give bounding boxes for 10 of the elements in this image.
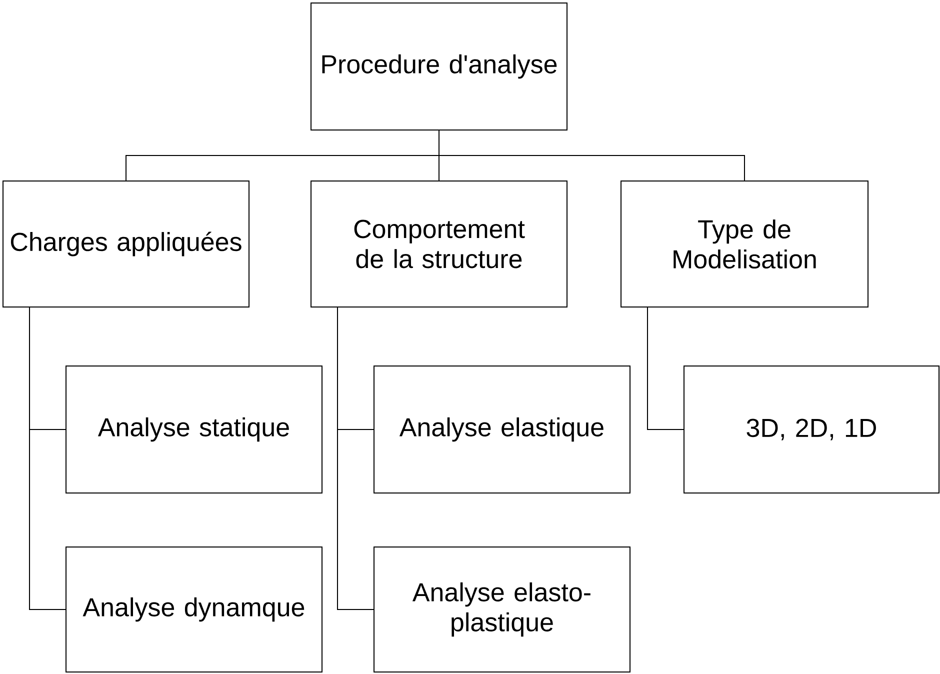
process-box: Procedure d'analyse (310, 2, 568, 130)
connector-line (647, 307, 684, 430)
process-box: 3D, 2D, 1D (684, 366, 940, 494)
process-box: Analyse elasto- plastique (374, 546, 630, 672)
process-box: Comportement de la structure (310, 180, 568, 308)
process-box: Type de Modelisation (620, 180, 868, 308)
process-box: Analyse dynamque (66, 546, 322, 672)
process-box: Charges appliquées (2, 180, 250, 308)
process-box: Analyse statique (66, 366, 322, 494)
process-box: Analyse elastique (374, 366, 630, 494)
